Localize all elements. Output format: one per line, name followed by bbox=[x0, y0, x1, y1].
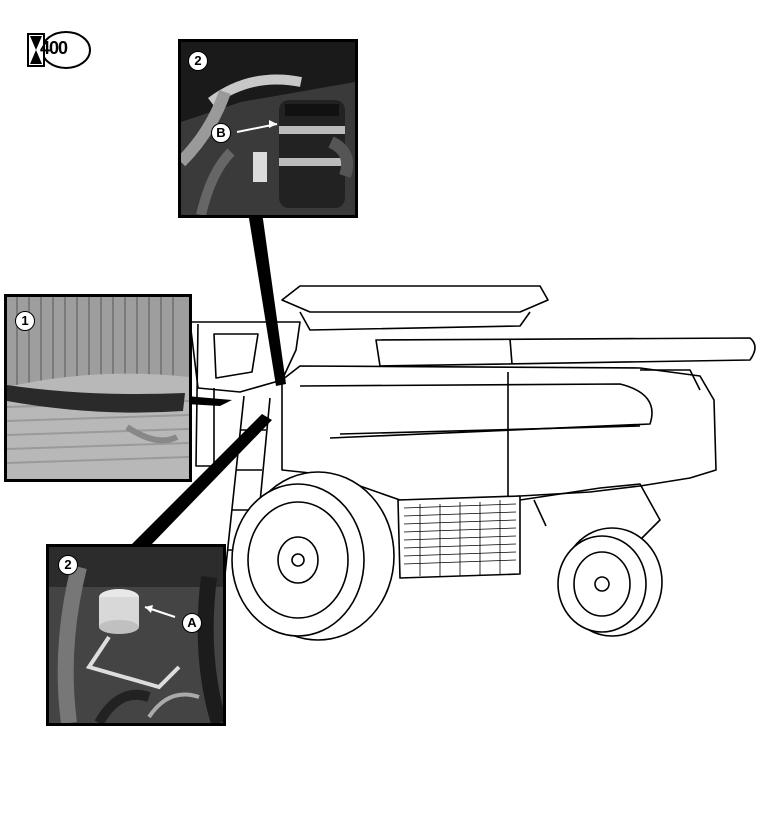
inset-number: 1 bbox=[15, 311, 35, 331]
service-interval-badge bbox=[26, 28, 92, 72]
callout-label: B bbox=[211, 123, 231, 143]
inset-photo-bottom: 2 A bbox=[46, 544, 226, 726]
inset-number: 2 bbox=[188, 51, 208, 71]
cab-floor-photo bbox=[7, 297, 189, 479]
reservoir-photo bbox=[49, 547, 223, 723]
service-interval-hours: 400 bbox=[40, 38, 68, 58]
callout-label: A bbox=[182, 613, 202, 633]
inset-photo-left: 1 bbox=[4, 294, 192, 482]
inset-photo-top: 2 B bbox=[178, 39, 358, 218]
hourglass-icon bbox=[27, 31, 91, 69]
inset-number: 2 bbox=[58, 555, 78, 575]
filter-housing-photo bbox=[181, 42, 355, 215]
